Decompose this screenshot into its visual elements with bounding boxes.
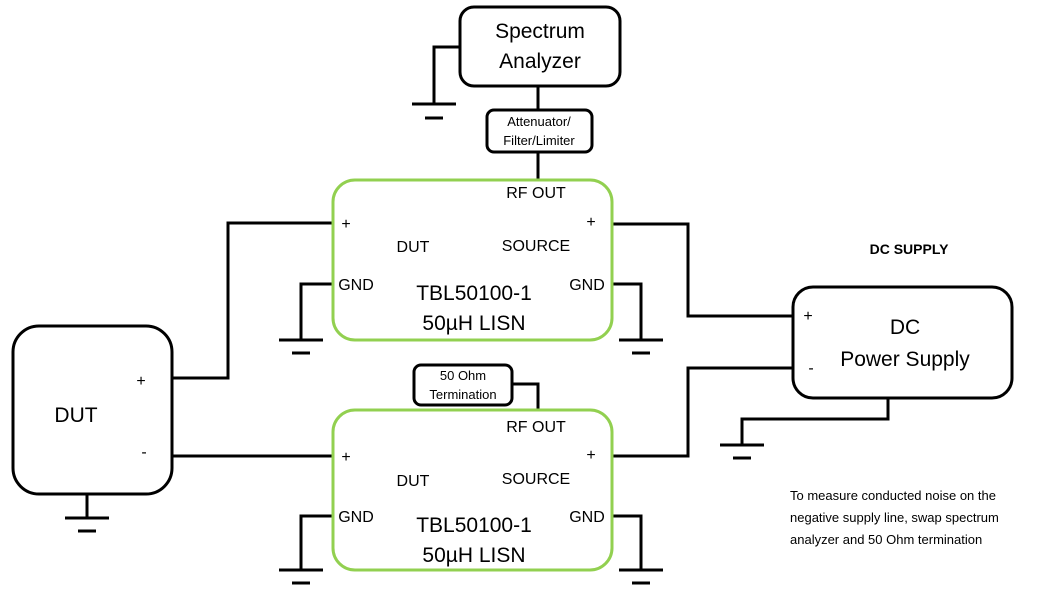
ground-symbol-dc-supply [720,398,890,460]
dc-supply-heading: DC SUPPLY [870,241,950,257]
lisn-bottom-rf-out: RF OUT [506,419,566,436]
dc-supply-minus-terminal: - [808,360,813,377]
grounds [65,45,890,585]
dc-power-supply-box: DC Power Supply + - [791,285,1014,400]
wire-termination-to-rf-out-bottom [512,382,540,410]
note-line2: negative supply line, swap spectrum [790,510,999,525]
attenuator-label-line2: Filter/Limiter [503,133,575,148]
lisn-bottom-plus-right: + [586,447,595,464]
ground-symbol-analyzer [412,45,460,120]
ground-symbol-lisn-bottom-right [612,514,663,585]
dut-minus-terminal: - [141,444,146,461]
attenuator-filter-limiter-box: Attenuator/ Filter/Limiter [485,108,594,154]
termination-label-line2: Termination [429,387,496,402]
wire-lisn-bottom-to-dc-minus [612,366,793,458]
lisn-top-gnd-right: GND [569,277,605,294]
lisn-top-plus-right: + [586,214,595,231]
attenuator-label-line1: Attenuator/ [507,114,571,129]
ground-symbol-lisn-top-right [612,282,663,355]
lisn-bottom-gnd-left: GND [338,509,374,526]
lisn-top-box: RF OUT + + DUT SOURCE GND GND TBL50100-1… [331,178,614,342]
lisn-bottom-dut-label: DUT [397,473,430,490]
spectrum-analyzer-label-line2: Analyzer [499,50,581,73]
swap-note: To measure conducted noise on the negati… [790,488,999,547]
lisn-bottom-desc: 50µH LISN [422,544,525,567]
note-line1: To measure conducted noise on the [790,488,996,503]
lisn-top-rf-out: RF OUT [506,185,566,202]
spectrum-analyzer-label-line1: Spectrum [495,20,585,43]
dut-box: DUT + - [11,324,174,496]
ground-symbol-lisn-bottom-left [279,514,333,585]
wire-lisn-top-to-dc-plus [612,222,793,318]
lisn-top-dut-label: DUT [397,239,430,256]
lisn-top-source-label: SOURCE [502,238,570,255]
dc-supply-label-line2: Power Supply [840,348,970,371]
ground-symbol-lisn-top-left [279,282,333,355]
lisn-top-model: TBL50100-1 [416,282,532,305]
wire-dut-plus-to-lisn-top [172,221,333,380]
spectrum-analyzer-box: Spectrum Analyzer [458,5,622,88]
termination-label-line1: 50 Ohm [440,368,486,383]
lisn-bottom-source-label: SOURCE [502,471,570,488]
lisn-bottom-box: RF OUT + + DUT SOURCE GND GND TBL50100-1… [331,408,614,572]
lisn-top-plus-left: + [341,216,350,233]
note-line3: analyzer and 50 Ohm termination [790,532,982,547]
dut-label: DUT [54,404,97,427]
lisn-bottom-gnd-right: GND [569,509,605,526]
dc-supply-plus-terminal: + [803,308,812,325]
lisn-top-gnd-left: GND [338,277,374,294]
lisn-top-desc: 50µH LISN [422,312,525,335]
wires [172,86,793,458]
dc-supply-label-line1: DC [890,316,920,339]
termination-box: 50 Ohm Termination [412,363,514,407]
ground-symbol-dut [65,494,109,533]
lisn-bottom-plus-left: + [341,449,350,466]
dut-plus-terminal: + [136,373,145,390]
lisn-bottom-model: TBL50100-1 [416,514,532,537]
